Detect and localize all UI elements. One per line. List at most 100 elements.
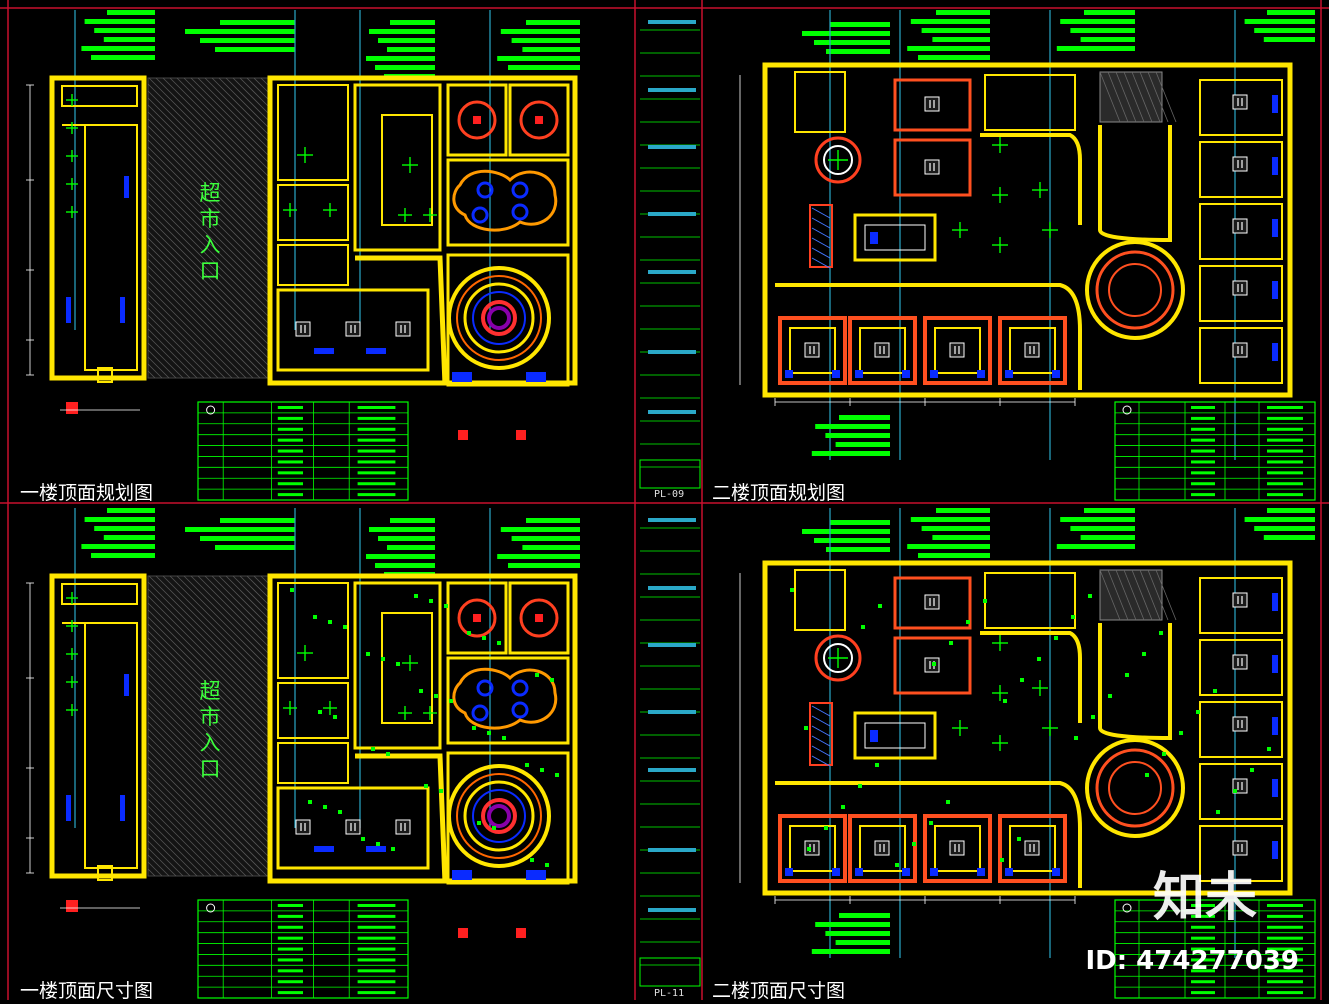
blue-lamp [124, 176, 129, 198]
hatch-line [239, 575, 269, 605]
side-room [1199, 825, 1283, 882]
hatch-line [147, 258, 268, 379]
organic-lamp [511, 203, 529, 221]
legend-text-bar [277, 449, 303, 453]
lounge-inner [864, 722, 926, 749]
annotation-bar [918, 55, 990, 60]
lobby-wall [353, 83, 442, 252]
hatch-line [147, 819, 205, 877]
blue-lamp [1052, 868, 1060, 876]
title-block-entry [648, 20, 696, 24]
red-marker [516, 928, 526, 938]
dome-ring [463, 282, 535, 354]
side-room [1199, 203, 1283, 260]
annotation-bar [522, 545, 580, 550]
feature-hatch [811, 705, 831, 717]
vip-center-lamp [473, 614, 481, 622]
annotation-bar [497, 554, 580, 559]
annotation-bar [835, 940, 890, 945]
downlight-fixture [1232, 654, 1248, 670]
legend-text-bar [277, 493, 303, 497]
dimension-dot [858, 784, 862, 788]
hatch-line [260, 575, 269, 584]
hatch-line [147, 181, 269, 303]
annotation-bar [215, 47, 295, 52]
legend-text-bar [357, 914, 396, 918]
organic-ceiling-shape [452, 169, 558, 232]
downlight-fixture [1232, 840, 1248, 856]
feature-wall [809, 204, 833, 268]
panel-title-first-floor-dimension: 一楼顶面尺寸图 [20, 980, 154, 1002]
stair-line [1139, 71, 1161, 123]
hatch-line [147, 230, 269, 352]
annotation-bar [378, 38, 435, 43]
legend-text-bar [277, 904, 303, 907]
hatch-line [147, 118, 269, 240]
panel-title-first-floor-planning: 一楼顶面规划图 [20, 482, 154, 504]
stair-line [1099, 569, 1121, 621]
dimension-dot [386, 752, 390, 756]
hatch-line [225, 575, 269, 619]
first-floor-plan [26, 508, 580, 999]
vip-room-wall [508, 581, 570, 655]
blue-lamp [452, 372, 472, 382]
annotation-bar [511, 536, 580, 541]
legend-text-bar [277, 471, 303, 475]
legend-text-bar [357, 904, 396, 907]
stair-line [1107, 569, 1129, 621]
sheet-number-bottom: PL-11 [654, 988, 685, 999]
red-marker [458, 928, 468, 938]
hatch-line [147, 714, 269, 836]
annotation-bar [84, 19, 155, 24]
legend-table [197, 401, 409, 501]
legend-text-bar [1267, 936, 1303, 940]
hatch-line [147, 595, 269, 717]
legend-text-bar [277, 969, 303, 973]
annotation-bar [1267, 10, 1315, 15]
annotation-bar [390, 20, 435, 25]
red-marker [66, 402, 78, 414]
blue-lamp [120, 297, 125, 323]
annotation-bar [802, 31, 890, 36]
dimension-dot [949, 641, 953, 645]
annotation-bar [932, 37, 990, 42]
blue-lamp [785, 370, 793, 378]
hatch-line [147, 637, 269, 759]
hatch-line [147, 202, 269, 324]
lobby-inner [381, 114, 433, 226]
watermark-logo: 知未 [1152, 868, 1257, 928]
annotation-bar [814, 40, 890, 45]
legend-text-bar [1191, 438, 1215, 442]
annotation-bar [835, 442, 890, 447]
dimension-dot [1216, 810, 1220, 814]
dimension-dot [444, 604, 448, 608]
blue-lamp [1272, 717, 1278, 735]
organic-lamp [511, 701, 529, 719]
hatch-line [147, 174, 269, 296]
blue-lamp [124, 674, 129, 696]
private-room-ceiling [934, 825, 981, 872]
stair-line [1147, 569, 1169, 621]
dimension-dot [429, 599, 433, 603]
dimension-dot [502, 736, 506, 740]
legend-text-bar [1267, 427, 1303, 431]
annotation-bar [387, 545, 435, 550]
legend-table [1114, 899, 1316, 999]
hatch-line [155, 575, 269, 689]
dimension-dot [361, 837, 365, 841]
dimension-dot [381, 657, 385, 661]
dome-ring [472, 291, 526, 345]
blue-lamp [832, 370, 840, 378]
elevator-core-wall [1098, 125, 1172, 243]
hatch-line [147, 307, 219, 379]
blue-lamp [526, 870, 546, 880]
lobby-wall [353, 581, 442, 750]
annotation-bar [375, 563, 435, 568]
corridor-wall [84, 124, 138, 371]
annotation-bar [91, 55, 155, 60]
dimension-dot [535, 673, 539, 677]
hatch-line [147, 328, 198, 379]
dimension-dot [343, 625, 347, 629]
dimension-dot [1108, 694, 1112, 698]
blue-lamp [1272, 343, 1278, 361]
